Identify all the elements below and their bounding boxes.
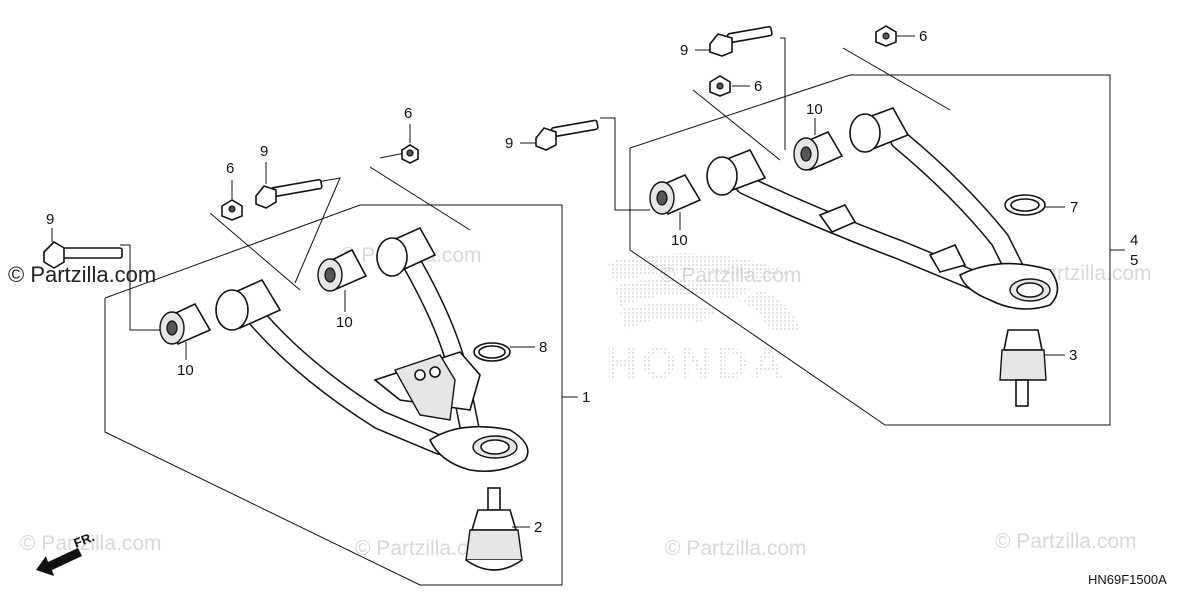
pivot-tube <box>849 107 910 153</box>
callout-6: 6 <box>754 78 762 95</box>
bushing <box>159 302 212 346</box>
callout-10: 10 <box>177 362 194 379</box>
assembly-outline <box>104 204 563 586</box>
pivot-tube <box>376 226 437 277</box>
callout-9: 9 <box>46 211 54 228</box>
pivot-tube <box>706 148 767 196</box>
bushing <box>317 248 368 292</box>
watermark-partzilla: © Partzilla.com <box>8 262 156 287</box>
flange-bolt <box>255 178 323 209</box>
flange-nut <box>875 25 897 47</box>
callout-6: 6 <box>404 105 412 122</box>
leader-lines <box>51 35 1125 528</box>
guide-line <box>692 89 781 161</box>
snap-ring <box>1004 194 1046 216</box>
guide-line <box>369 166 471 231</box>
diagram-code: HN69F1500A <box>1088 572 1167 587</box>
right-arm-assembly <box>535 25 1111 426</box>
guide-line <box>780 37 786 150</box>
flange-nut <box>709 75 731 97</box>
callout-10: 10 <box>671 232 688 249</box>
callout-10: 10 <box>806 101 823 118</box>
ball-joint <box>999 329 1047 407</box>
callout-1: 1 <box>582 389 590 406</box>
left-arm-assembly <box>43 144 563 586</box>
guide-line <box>842 47 951 111</box>
watermark-partzilla: © Partzilla.com <box>20 532 162 555</box>
callout-10: 10 <box>336 314 353 331</box>
callout-9: 9 <box>680 42 688 59</box>
callout-7: 7 <box>1070 199 1078 216</box>
guide-line <box>209 212 301 291</box>
ball-joint <box>465 487 523 571</box>
flange-nut <box>221 199 243 221</box>
callout-2: 2 <box>534 519 542 536</box>
callout-9: 9 <box>260 143 268 160</box>
guide-line <box>600 117 650 211</box>
callout-labels: 1 2 3 4 5 6 6 6 6 7 8 9 9 9 9 10 10 10 1… <box>46 28 1138 536</box>
bushing <box>649 173 702 216</box>
callout-4: 4 <box>1130 232 1138 249</box>
bushing <box>793 130 844 172</box>
flange-bolt <box>43 240 123 269</box>
front-arrow-icon <box>36 548 82 576</box>
front-direction-indicator: FR. <box>36 529 97 576</box>
guide-line <box>120 244 160 331</box>
watermark-partzilla: © Partzilla.com <box>665 537 807 560</box>
flange-bolt <box>709 25 773 57</box>
callout-9: 9 <box>505 135 513 152</box>
honda-logo-text: HONDA <box>606 339 787 388</box>
lower-arm-frame <box>240 250 529 473</box>
upper-arm-frame <box>735 130 1059 310</box>
callout-3: 3 <box>1069 347 1077 364</box>
callout-5: 5 <box>1130 252 1138 269</box>
flange-bolt <box>535 119 599 151</box>
watermark-partzilla: © Partzilla.com <box>995 530 1137 553</box>
callout-6: 6 <box>919 28 927 45</box>
honda-wing-logo: HONDA <box>606 253 800 388</box>
flange-nut <box>401 144 419 164</box>
snap-ring <box>473 342 511 362</box>
pivot-tube <box>215 278 282 331</box>
callout-8: 8 <box>539 339 547 356</box>
assembly-outline <box>629 74 1111 426</box>
callout-6: 6 <box>226 160 234 177</box>
watermark-partzilla: © Partzilla.com <box>355 537 497 560</box>
front-label: FR. <box>72 529 97 551</box>
